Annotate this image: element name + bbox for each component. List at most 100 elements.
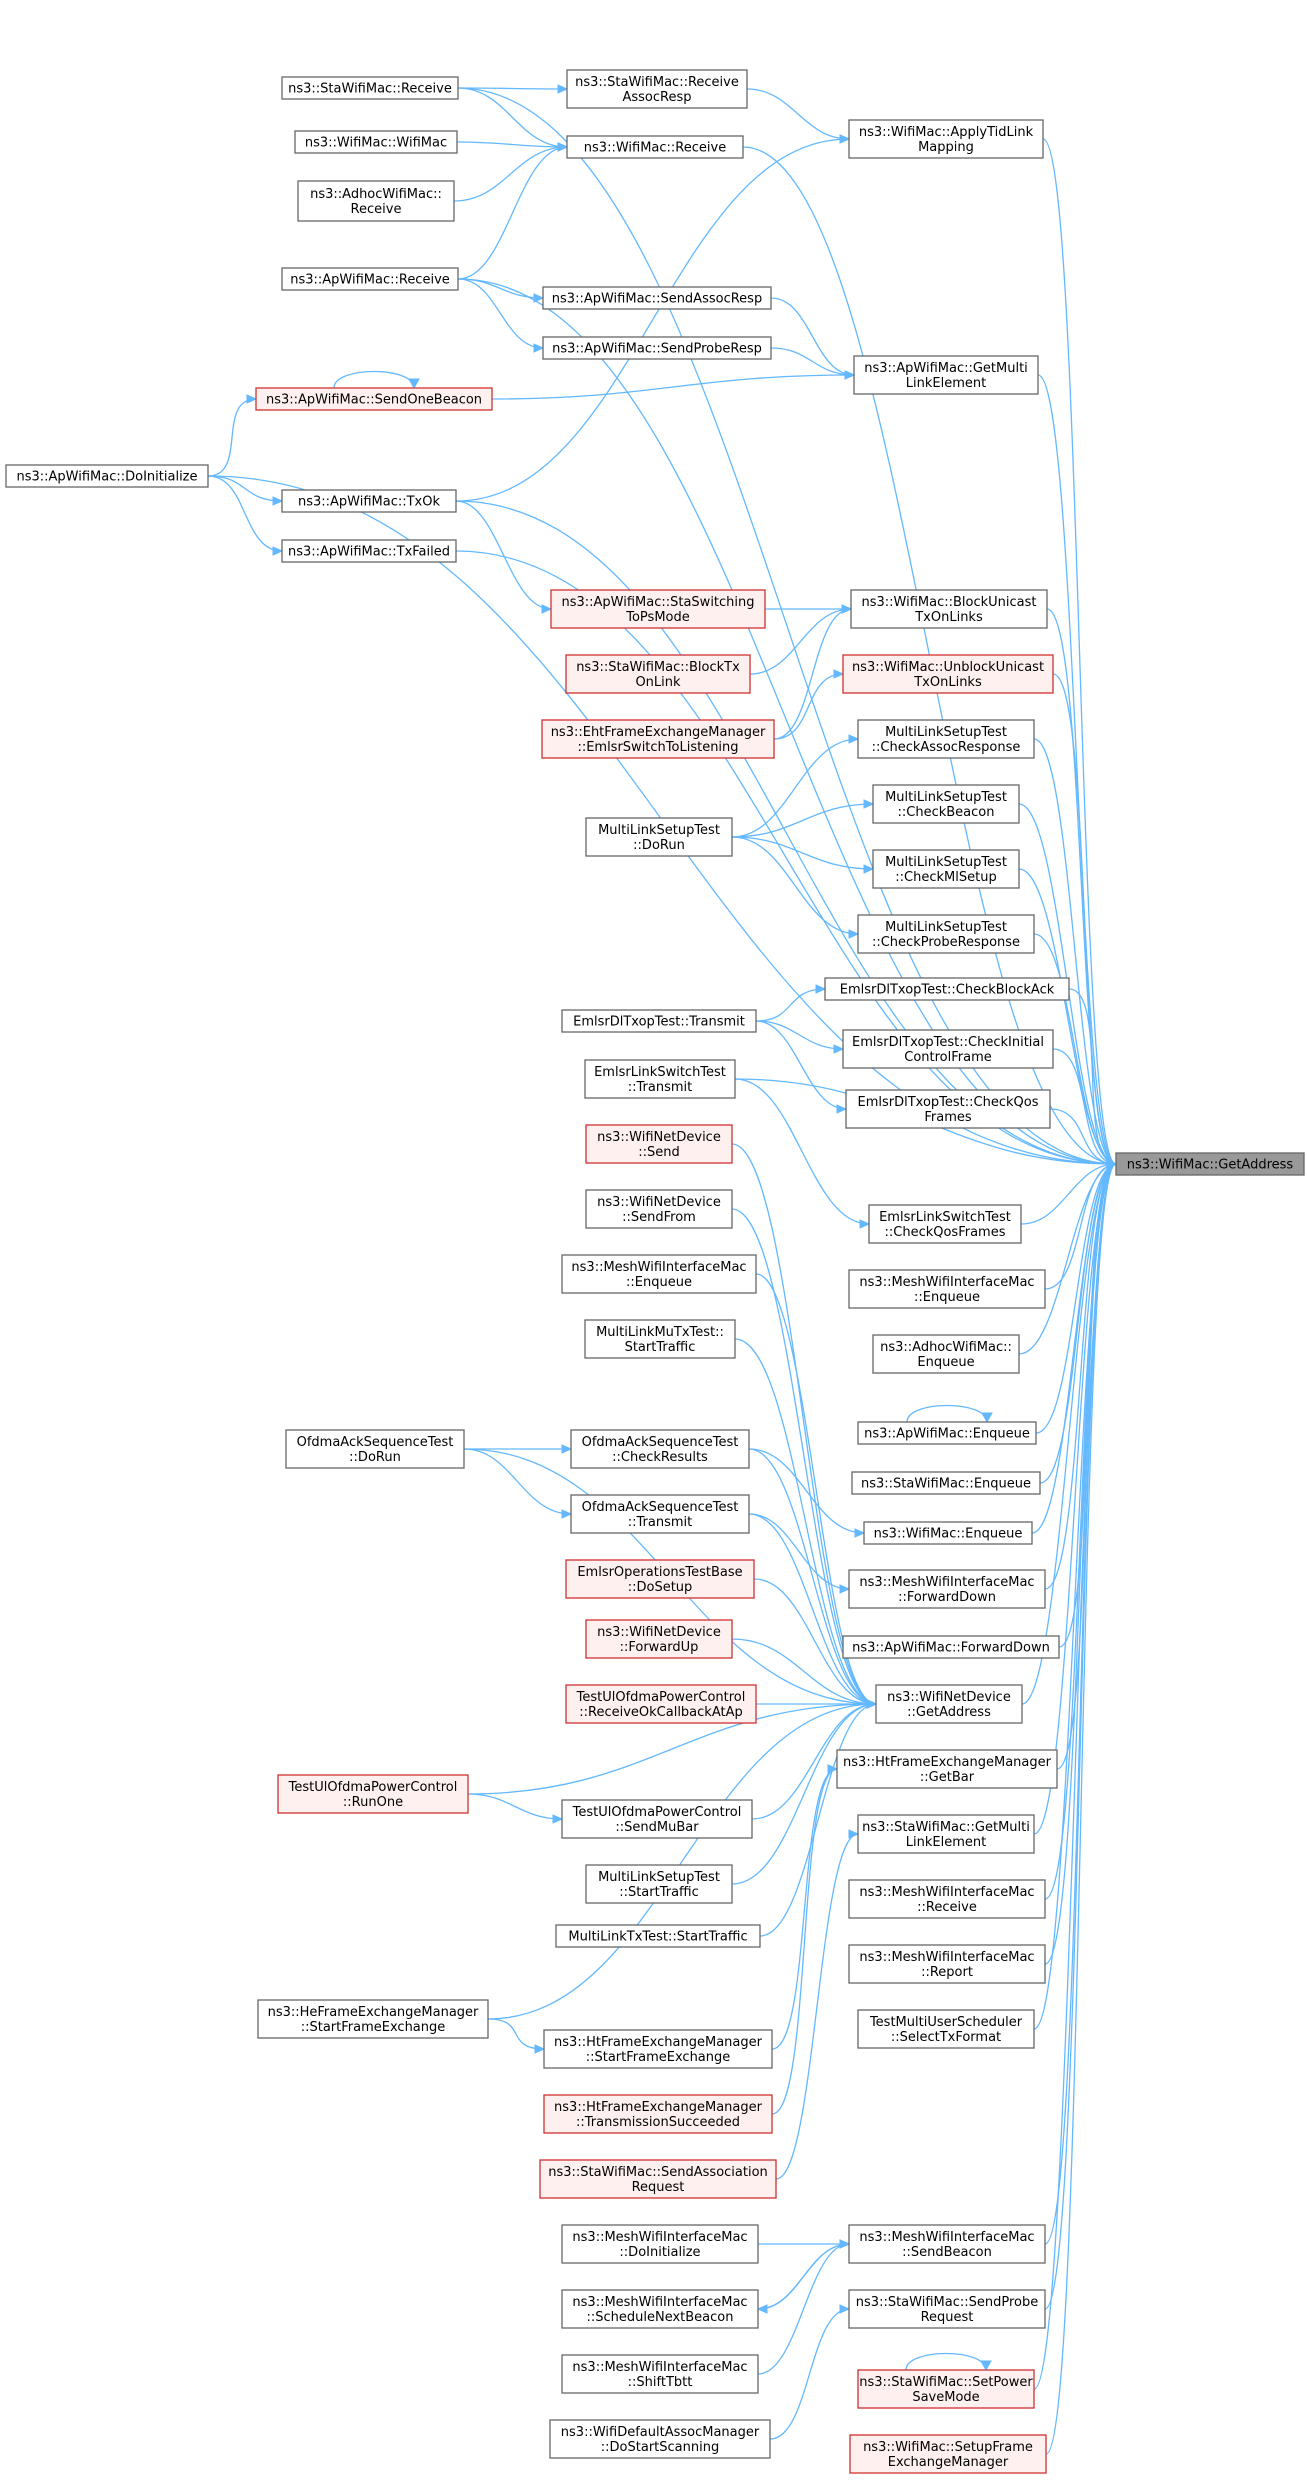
node-box[interactable] (543, 2094, 773, 2134)
graph-node-ap-receive[interactable]: ns3::ApWifiMac::Receive (281, 267, 459, 291)
graph-node-emlsr-ops-do-setup[interactable]: EmlsrOperationsTestBase::DoSetup (565, 1559, 755, 1599)
node-box[interactable] (585, 1619, 733, 1659)
node-box[interactable] (570, 1429, 750, 1469)
node-box[interactable] (584, 1319, 736, 1359)
node-box[interactable] (853, 355, 1039, 395)
node-box[interactable] (566, 69, 748, 109)
graph-node-ht-start-frame-exchange[interactable]: ns3::HtFrameExchangeManager::StartFrameE… (543, 2029, 773, 2069)
node-box[interactable] (585, 1864, 733, 1904)
node-box[interactable] (565, 654, 751, 694)
node-box[interactable] (824, 977, 1070, 1001)
node-box[interactable] (542, 286, 772, 310)
graph-node-ul-ofdma-send-mu-bar[interactable]: TestUlOfdmaPowerControl::SendMuBar (561, 1799, 753, 1839)
node-box[interactable] (550, 589, 766, 629)
node-box[interactable] (872, 1334, 1020, 1374)
node-box[interactable] (561, 2289, 759, 2329)
node-box[interactable] (281, 267, 459, 291)
node-box[interactable] (549, 2419, 771, 2459)
graph-node-ofdma-do-run[interactable]: OfdmaAckSequenceTest::DoRun (285, 1429, 465, 1469)
node-box[interactable] (857, 1421, 1037, 1445)
node-box[interactable] (281, 489, 457, 513)
node-box[interactable] (281, 76, 459, 100)
node-box[interactable] (565, 1559, 755, 1599)
node-box[interactable] (848, 2224, 1046, 2264)
graph-node-ap-tx-failed[interactable]: ns3::ApWifiMac::TxFailed (281, 539, 457, 563)
node-box[interactable] (561, 2354, 759, 2394)
node-box[interactable] (570, 1494, 750, 1534)
graph-node-mesh-enqueue-right[interactable]: ns3::MeshWifiInterfaceMac::Enqueue (848, 1269, 1046, 1309)
graph-node-netdevice-get-address[interactable]: ns3::WifiNetDevice::GetAddress (875, 1684, 1023, 1724)
node-box[interactable] (849, 2434, 1047, 2474)
graph-node-wifimac-ctor[interactable]: ns3::WifiMac::WifiMac (294, 130, 458, 154)
node-box[interactable] (848, 1269, 1046, 1309)
graph-node-mesh-forward-down[interactable]: ns3::MeshWifiInterfaceMac::ForwardDown (848, 1569, 1046, 1609)
graph-node-mlmu-start-traffic[interactable]: MultiLinkMuTxTest::StartTraffic (584, 1319, 736, 1359)
node-box[interactable] (872, 784, 1020, 824)
graph-node-ap-send-probe-resp[interactable]: ns3::ApWifiMac::SendProbeResp (542, 336, 772, 360)
node-box[interactable] (868, 1204, 1022, 1244)
node-box[interactable] (561, 2224, 759, 2264)
graph-node-wifimac-enqueue[interactable]: ns3::WifiMac::Enqueue (863, 1521, 1033, 1545)
graph-node-ht-get-bar[interactable]: ns3::HtFrameExchangeManager::GetBar (836, 1749, 1058, 1789)
graph-node-ofdma-transmit[interactable]: OfdmaAckSequenceTest::Transmit (570, 1494, 750, 1534)
graph-node-ap-tx-ok[interactable]: ns3::ApWifiMac::TxOk (281, 489, 457, 513)
node-box[interactable] (5, 464, 209, 488)
graph-node-mlst-check-beacon[interactable]: MultiLinkSetupTest::CheckBeacon (872, 784, 1020, 824)
graph-node-emlsr-dl-check-initial[interactable]: EmlsrDlTxopTest::CheckInitialControlFram… (842, 1029, 1054, 1069)
node-box[interactable] (297, 180, 455, 222)
node-box[interactable] (845, 1089, 1051, 1129)
node-box[interactable] (848, 1569, 1046, 1609)
node-box[interactable] (257, 1999, 489, 2039)
node-box[interactable] (566, 135, 744, 159)
node-box[interactable] (561, 1799, 753, 1839)
graph-node-ap-send-one-beacon[interactable]: ns3::ApWifiMac::SendOneBeacon (255, 387, 493, 411)
node-box[interactable] (857, 2009, 1035, 2049)
node-box[interactable] (585, 1189, 733, 1229)
graph-node-target[interactable]: ns3::WifiMac::GetAddress (1115, 1152, 1305, 1176)
graph-node-sta-receive[interactable]: ns3::StaWifiMac::Receive (281, 76, 459, 100)
graph-node-mlst-start-traffic[interactable]: MultiLinkSetupTest::StartTraffic (585, 1864, 733, 1904)
node-box[interactable] (541, 719, 775, 759)
graph-node-ap-enqueue[interactable]: ns3::ApWifiMac::Enqueue (857, 1421, 1037, 1445)
node-box[interactable] (561, 1254, 757, 1294)
node-box[interactable] (294, 130, 458, 154)
graph-node-mesh-shift-tbtt[interactable]: ns3::MeshWifiInterfaceMac::ShiftTbtt (561, 2354, 759, 2394)
node-box[interactable] (585, 1124, 733, 1164)
node-box[interactable] (1115, 1152, 1305, 1176)
node-box[interactable] (255, 387, 493, 411)
graph-node-ul-ofdma-receive-ok[interactable]: TestUlOfdmaPowerControl::ReceiveOkCallba… (565, 1684, 757, 1724)
graph-node-mesh-schedule-next-beacon[interactable]: ns3::MeshWifiInterfaceMac::ScheduleNextB… (561, 2289, 759, 2329)
node-box[interactable] (543, 2029, 773, 2069)
graph-node-mesh-report[interactable]: ns3::MeshWifiInterfaceMac::Report (848, 1944, 1046, 1984)
graph-node-ht-transmission-succeeded[interactable]: ns3::HtFrameExchangeManager::Transmissio… (543, 2094, 773, 2134)
node-box[interactable] (875, 1684, 1023, 1724)
graph-node-mesh-enqueue-left[interactable]: ns3::MeshWifiInterfaceMac::Enqueue (561, 1254, 757, 1294)
node-box[interactable] (857, 1814, 1035, 1854)
graph-node-mlst-check-assoc[interactable]: MultiLinkSetupTest::CheckAssocResponse (857, 719, 1035, 759)
node-box[interactable] (539, 2159, 777, 2199)
node-box[interactable] (277, 1774, 469, 1814)
graph-node-ofdma-check-results[interactable]: OfdmaAckSequenceTest::CheckResults (570, 1429, 750, 1469)
graph-node-emlsr-dl-transmit[interactable]: EmlsrDlTxopTest::Transmit (561, 1009, 757, 1033)
graph-node-adhoc-receive[interactable]: ns3::AdhocWifiMac::Receive (297, 180, 455, 222)
node-box[interactable] (857, 719, 1035, 759)
node-box[interactable] (542, 336, 772, 360)
graph-node-ap-forward-down[interactable]: ns3::ApWifiMac::ForwardDown (842, 1635, 1060, 1659)
graph-node-adhoc-enqueue[interactable]: ns3::AdhocWifiMac::Enqueue (872, 1334, 1020, 1374)
graph-node-mu-scheduler-select-tx[interactable]: TestMultiUserScheduler::SelectTxFormat (857, 2009, 1035, 2049)
node-box[interactable] (561, 1009, 757, 1033)
graph-node-ap-do-initialize[interactable]: ns3::ApWifiMac::DoInitialize (5, 464, 209, 488)
graph-node-mltx-start-traffic[interactable]: MultiLinkTxTest::StartTraffic (555, 1924, 761, 1948)
graph-node-mlst-check-ml-setup[interactable]: MultiLinkSetupTest::CheckMlSetup (872, 849, 1020, 889)
graph-node-mesh-do-initialize[interactable]: ns3::MeshWifiInterfaceMac::DoInitialize (561, 2224, 759, 2264)
node-box[interactable] (285, 1429, 465, 1469)
node-box[interactable] (565, 1684, 757, 1724)
